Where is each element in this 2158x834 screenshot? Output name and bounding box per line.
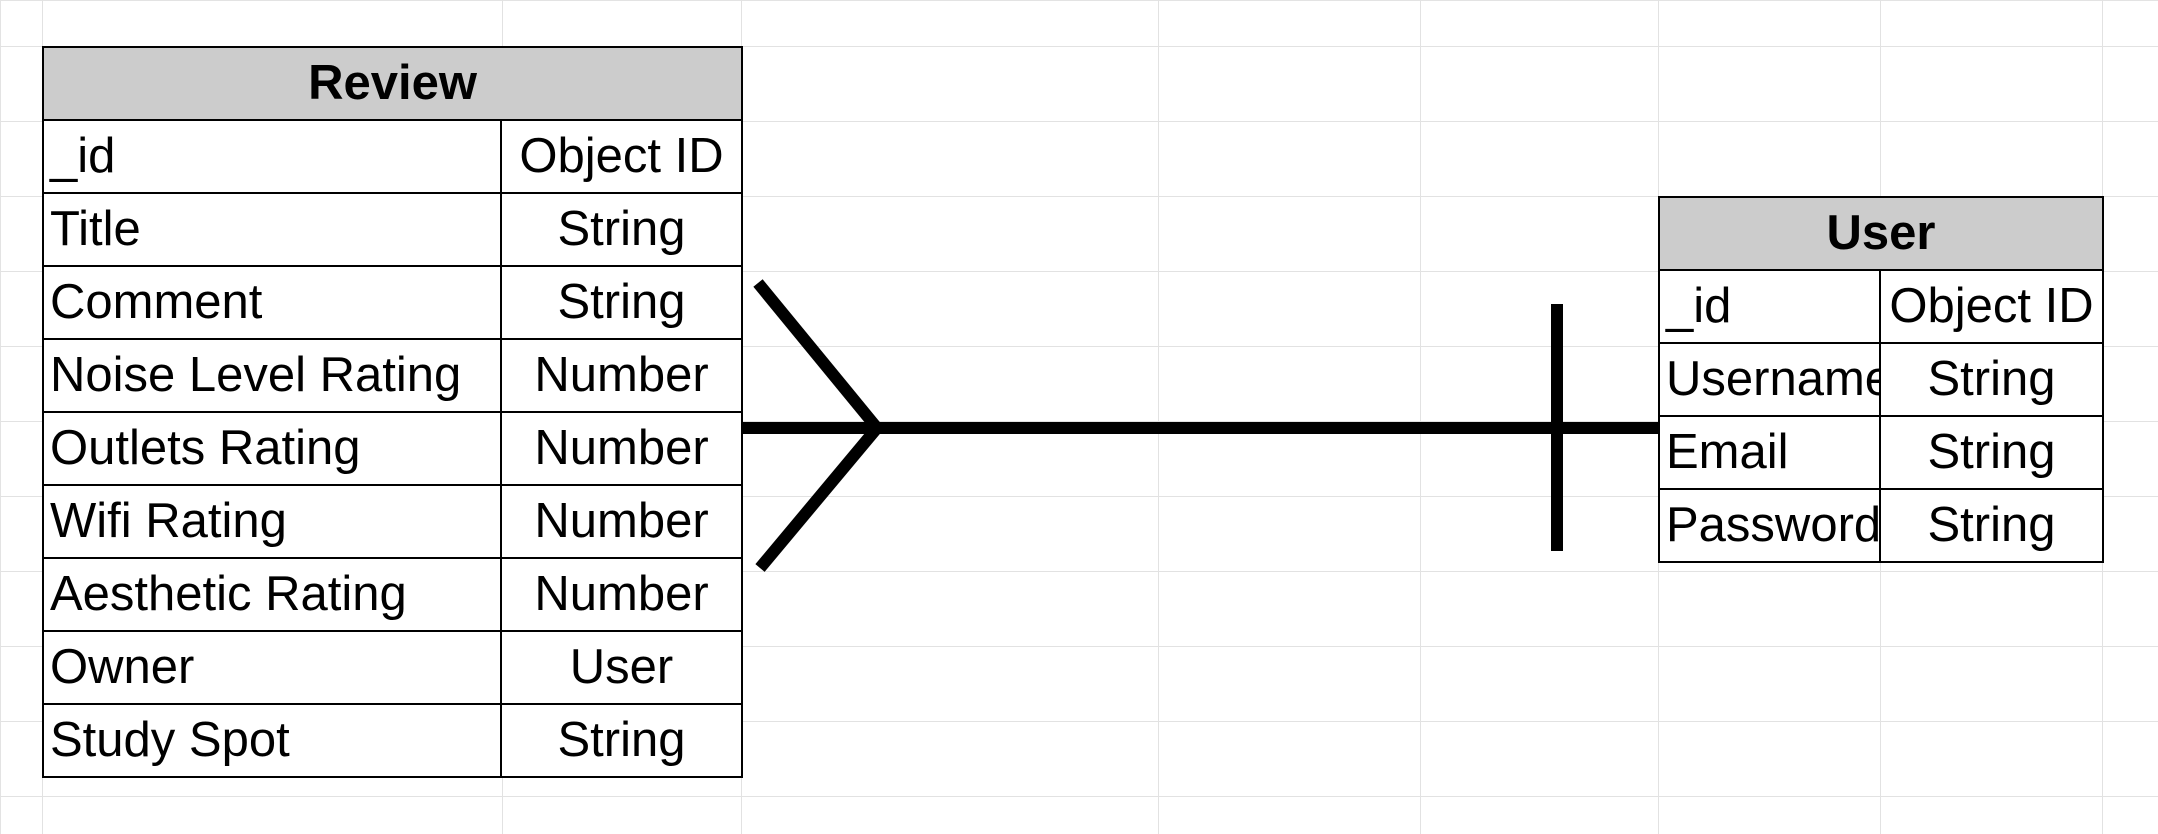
table-row: _id Object ID (1658, 269, 2104, 344)
field-type-cell[interactable]: Object ID (1879, 269, 2104, 344)
crows-foot-upper-prong (753, 279, 882, 432)
field-name-cell[interactable]: Owner (42, 630, 502, 705)
field-name-cell[interactable]: Username (1658, 342, 1881, 417)
field-name-cell[interactable]: Wifi Rating (42, 484, 502, 559)
field-name-cell[interactable]: Aesthetic Rating (42, 557, 502, 632)
table-row: Noise Level Rating Number (42, 338, 743, 413)
table-row: Aesthetic Rating Number (42, 557, 743, 632)
field-name-cell[interactable]: Comment (42, 265, 502, 340)
field-type-cell[interactable]: Object ID (500, 119, 743, 194)
table-row: Outlets Rating Number (42, 411, 743, 486)
table-row: Owner User (42, 630, 743, 705)
field-type-cell[interactable]: String (500, 265, 743, 340)
field-type-cell[interactable]: Number (500, 338, 743, 413)
field-type-cell[interactable]: String (1879, 415, 2104, 490)
table-row: Email String (1658, 415, 2104, 490)
field-type-cell[interactable]: String (500, 703, 743, 778)
field-type-cell[interactable]: Number (500, 484, 743, 559)
field-name-cell[interactable]: Outlets Rating (42, 411, 502, 486)
table-row: Study Spot String (42, 703, 743, 778)
field-name-cell[interactable]: Study Spot (42, 703, 502, 778)
field-name-cell[interactable]: Title (42, 192, 502, 267)
field-type-cell[interactable]: Number (500, 411, 743, 486)
field-name-cell[interactable]: Noise Level Rating (42, 338, 502, 413)
user-header-row: User (1658, 196, 2104, 271)
field-name-cell[interactable]: _id (42, 119, 502, 194)
field-type-cell[interactable]: String (1879, 342, 2104, 417)
field-name-cell[interactable]: _id (1658, 269, 1881, 344)
table-row: _id Object ID (42, 119, 743, 194)
field-type-cell[interactable]: String (1879, 488, 2104, 563)
table-row: Password String (1658, 488, 2104, 563)
table-row: Wifi Rating Number (42, 484, 743, 559)
field-name-cell[interactable]: Password (1658, 488, 1881, 563)
table-row: Comment String (42, 265, 743, 340)
user-title[interactable]: User (1658, 196, 2104, 271)
review-title[interactable]: Review (42, 46, 743, 121)
field-name-cell[interactable]: Email (1658, 415, 1881, 490)
user-entity-table: User _id Object ID Username String Email… (1658, 196, 2104, 563)
table-row: Username String (1658, 342, 2104, 417)
review-header-row: Review (42, 46, 743, 121)
crows-foot-lower-prong (755, 424, 882, 572)
field-type-cell[interactable]: User (500, 630, 743, 705)
review-entity-table: Review _id Object ID Title String Commen… (42, 46, 743, 778)
table-row: Title String (42, 192, 743, 267)
field-type-cell[interactable]: Number (500, 557, 743, 632)
field-type-cell[interactable]: String (500, 192, 743, 267)
